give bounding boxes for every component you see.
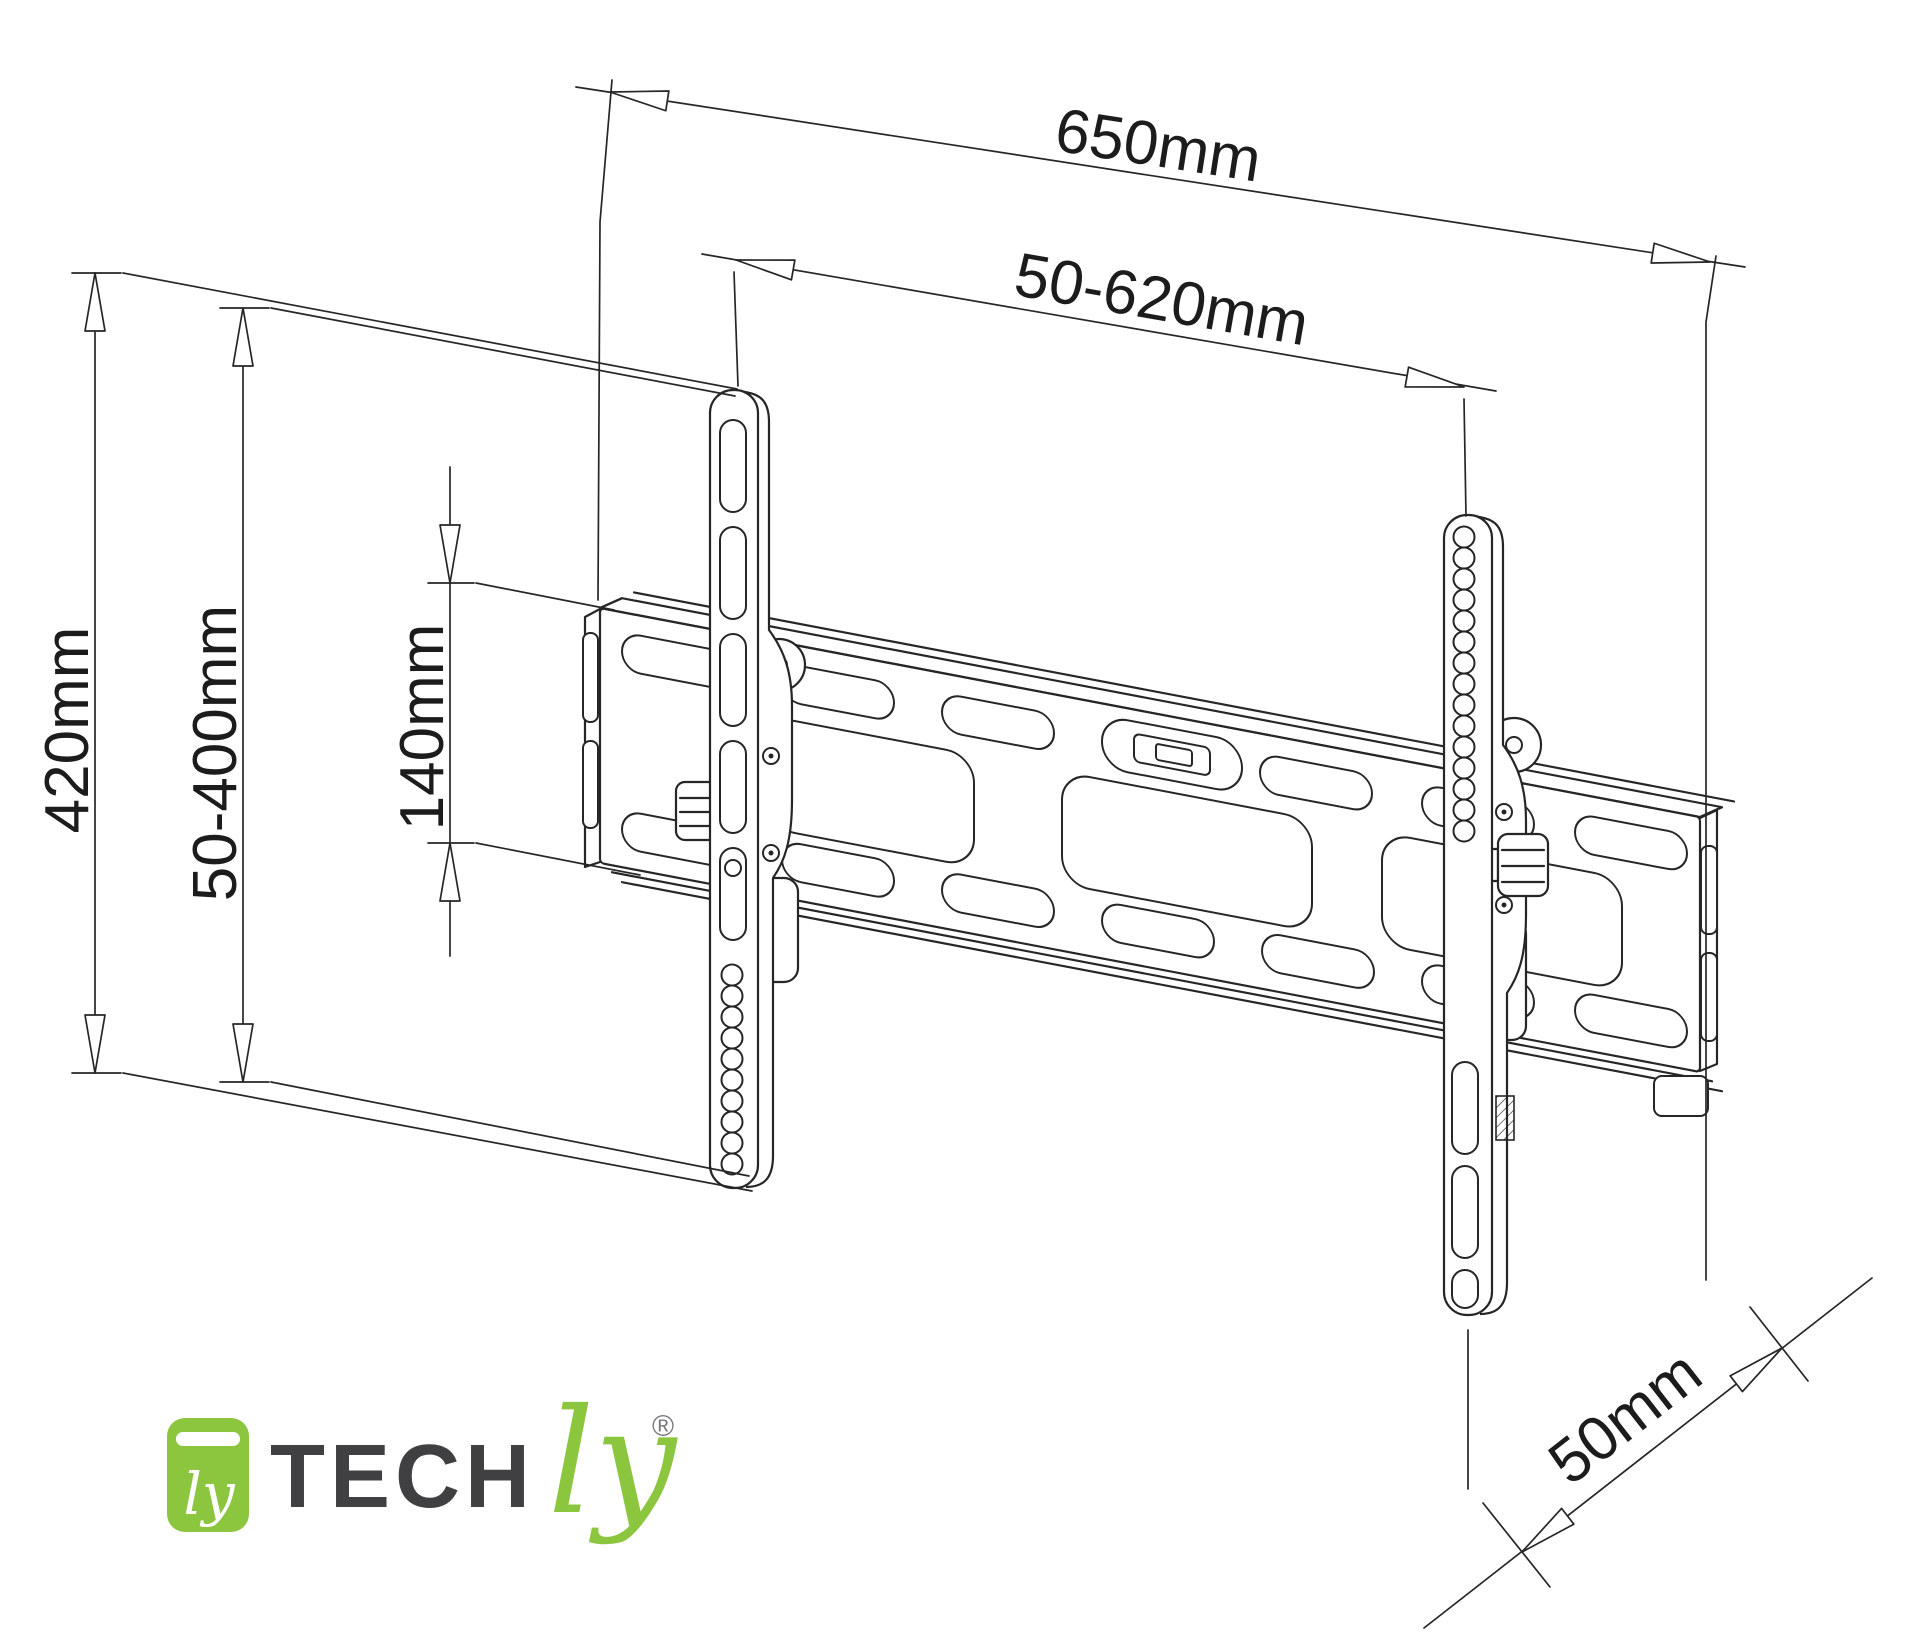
right-arm-pivot-bolt xyxy=(1505,736,1523,754)
dimension-plate-height: 140mm xyxy=(388,466,641,957)
dimension-line xyxy=(575,86,1746,268)
wall-plate-corner-hook xyxy=(1653,1075,1709,1117)
right-vesa-arm xyxy=(1442,513,1550,1317)
left-arm-screws xyxy=(762,747,780,862)
right-arm-holes xyxy=(1452,525,1476,843)
dim-label-50mm: 50mm xyxy=(1536,1338,1714,1498)
spirit-level xyxy=(1101,718,1243,791)
extension-line xyxy=(475,842,641,876)
extension-line xyxy=(475,582,615,611)
arrowhead-icon xyxy=(232,307,254,367)
techly-logo-icon xyxy=(167,1418,249,1532)
right-arm-lock-tab xyxy=(1495,1095,1515,1141)
tick-marks xyxy=(427,582,475,844)
arrowhead-icon xyxy=(232,1023,254,1083)
techly-logo-text-tech: TECH xyxy=(270,1427,535,1527)
arrowhead-icon xyxy=(1729,1339,1790,1393)
extension-line xyxy=(1463,398,1467,517)
dimension-line xyxy=(701,253,1497,392)
arrowhead-icon xyxy=(1650,242,1713,273)
dimension-wall-clearance: 50mm xyxy=(1423,1277,1873,1629)
arrowhead-icon xyxy=(439,524,461,584)
extension-line xyxy=(270,1081,750,1177)
extension-line xyxy=(270,307,736,397)
wall-plate-top-slots xyxy=(621,634,1688,871)
wall-plate-left-end xyxy=(582,607,602,869)
techly-logo-icon-bar xyxy=(176,1432,240,1446)
right-arm-slots xyxy=(1451,1061,1479,1309)
dim-label-50-400mm: 50-400mm xyxy=(181,605,250,901)
dim-label-50-620mm: 50-620mm xyxy=(1010,240,1314,359)
left-vesa-arm xyxy=(674,388,807,1190)
arrowhead-icon xyxy=(607,81,670,112)
wall-plate-bottom-lip xyxy=(620,881,1724,1093)
dimension-line xyxy=(1423,1277,1873,1629)
tick-mark xyxy=(1482,1502,1551,1588)
left-arm-slots xyxy=(719,419,747,941)
techly-logo-text-ly: ly xyxy=(548,1378,678,1547)
dimension-vesa-range: 50-400mm xyxy=(181,307,750,1177)
wall-plate-back-lip xyxy=(632,591,1736,803)
wall-plate-front-face xyxy=(598,591,1736,1093)
wall-plate-right-end xyxy=(1653,808,1719,1117)
techly-logo: ly TECH ly ® xyxy=(167,1378,678,1547)
dim-label-420mm: 420mm xyxy=(33,627,102,834)
dim-label-650mm: 650mm xyxy=(1051,96,1266,196)
arrowhead-icon xyxy=(84,1014,106,1074)
dimension-bracket-range: 50-620mm xyxy=(701,240,1497,517)
extension-line xyxy=(122,1072,753,1192)
techly-logo-icon-script: ly xyxy=(183,1460,236,1528)
tick-marks xyxy=(71,272,122,1074)
tick-mark xyxy=(1749,1306,1809,1382)
arrowhead-icon xyxy=(439,842,461,902)
tick-marks xyxy=(219,307,270,1083)
extension-line xyxy=(122,272,738,390)
wall-plate-outline xyxy=(598,607,1702,1073)
extension-line xyxy=(733,271,739,387)
right-arm-screws xyxy=(1495,803,1513,914)
arrowhead-icon xyxy=(733,249,796,281)
arrowhead-icon xyxy=(1404,366,1467,398)
left-arm-holes xyxy=(720,963,744,1176)
wall-plate xyxy=(582,591,1736,1117)
arrowhead-icon xyxy=(84,272,106,332)
registered-trademark: ® xyxy=(652,1410,674,1443)
dimension-overall-height: 420mm xyxy=(33,272,753,1192)
arrowhead-icon xyxy=(1514,1507,1575,1561)
dim-label-140mm: 140mm xyxy=(388,624,457,831)
extension-line xyxy=(1705,255,1717,1281)
extension-line xyxy=(597,79,613,601)
